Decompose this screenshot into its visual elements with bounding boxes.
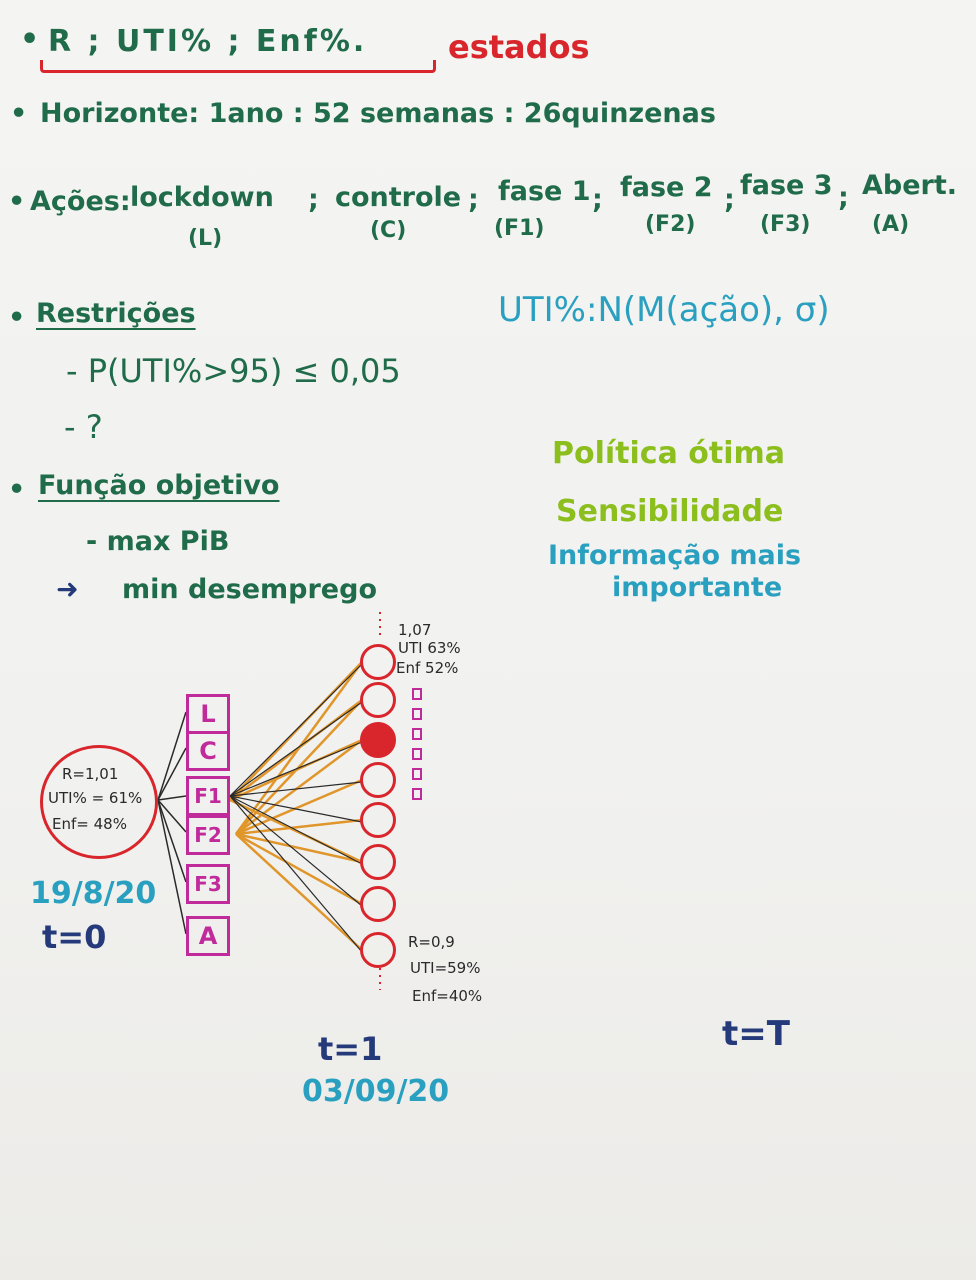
- objective-max-pib: - max PiB: [86, 526, 230, 557]
- outcome-node: [360, 802, 396, 838]
- action-controle-code: (C): [370, 218, 407, 243]
- actions-sep: ;: [592, 184, 603, 215]
- action-fase3-code: (F3): [760, 212, 811, 237]
- action-box-f2: F2: [186, 815, 230, 855]
- action-box-c: C: [186, 731, 230, 771]
- restriction-2: - ?: [64, 408, 103, 446]
- action-fase1-code: (F1): [494, 216, 545, 241]
- bottom-outcome-enf: Enf=40%: [412, 987, 483, 1005]
- note-policy: Política ótima: [552, 436, 785, 471]
- action-box-l: L: [186, 694, 230, 734]
- outcome-node: [360, 886, 396, 922]
- action-lockdown: lockdown: [130, 182, 274, 213]
- top-outcome-r: 1,07: [398, 621, 432, 639]
- bullet-actions: •: [8, 186, 26, 217]
- outcome-node: [360, 844, 396, 880]
- action-box-f1: F1: [186, 776, 230, 816]
- branch-marker: [412, 708, 422, 720]
- branch-marker: [412, 768, 422, 780]
- action-box-a: A: [186, 916, 230, 956]
- action-abert: Abert.: [862, 170, 958, 201]
- states-text: R ; UTI% ; Enf%.: [48, 24, 368, 59]
- branch-marker: [412, 748, 422, 760]
- branch-marker: [412, 788, 422, 800]
- action-fase1: fase 1: [498, 176, 591, 207]
- actions-sep: ;: [838, 182, 849, 213]
- action-fase2-code: (F2): [645, 212, 696, 237]
- restriction-1: - P(UTI%>95) ≤ 0,05: [66, 352, 401, 390]
- arrow-icon: ➜: [56, 574, 79, 605]
- top-outcome-enf: Enf 52%: [396, 659, 459, 677]
- action-box-f3: F3: [186, 864, 230, 904]
- bullet-states: •: [20, 22, 40, 57]
- t1-date: 03/09/20: [302, 1074, 450, 1109]
- bullet-objective: •: [8, 474, 26, 505]
- actions-intro: Ações:: [30, 186, 131, 217]
- top-outcome-uti: UTI 63%: [398, 639, 461, 657]
- initial-date: 19/8/20: [30, 876, 157, 911]
- outcome-node: [360, 644, 396, 680]
- outcome-node: [360, 762, 396, 798]
- initial-state-uti: UTI% = 61%: [48, 789, 143, 807]
- bottom-outcome-uti: UTI=59%: [410, 959, 481, 977]
- bottom-outcome-r: R=0,9: [408, 933, 455, 951]
- objective-heading: Função objetivo: [38, 470, 280, 501]
- outcome-node: [360, 682, 396, 718]
- t1-label: t=1: [318, 1030, 383, 1068]
- outcome-node-selected: [360, 722, 396, 758]
- note-information-1: Informação mais: [548, 540, 802, 571]
- initial-state-r: R=1,01: [62, 765, 119, 783]
- action-fase2: fase 2: [620, 172, 713, 203]
- actions-sep: ;: [724, 184, 735, 215]
- initial-state-node: [40, 745, 158, 859]
- states-label: estados: [448, 28, 590, 66]
- action-controle: controle: [335, 182, 462, 213]
- branch-marker: [412, 728, 422, 740]
- states-underline-brace: [40, 60, 436, 73]
- initial-state-enf: Enf= 48%: [52, 815, 127, 833]
- tT-label: t=T: [722, 1014, 790, 1054]
- note-sensitivity: Sensibilidade: [556, 494, 784, 529]
- objective-min-desemprego: min desemprego: [122, 574, 377, 605]
- branch-marker: [412, 688, 422, 700]
- uti-distribution: UTI%:N(M(ação), σ): [498, 290, 830, 330]
- restrictions-heading: Restrições: [36, 298, 196, 329]
- note-information-2: importante: [612, 572, 783, 603]
- action-fase3: fase 3: [740, 170, 833, 201]
- actions-sep: ;: [468, 184, 479, 215]
- action-lockdown-code: (L): [188, 226, 223, 251]
- initial-t: t=0: [42, 918, 107, 956]
- bullet-horizon: •: [10, 98, 28, 129]
- actions-sep: ;: [308, 184, 319, 215]
- bullet-restrictions: •: [8, 302, 26, 333]
- outcome-node: [360, 932, 396, 968]
- action-abert-code: (A): [872, 212, 910, 237]
- horizon-text: Horizonte: 1ano : 52 semanas : 26quinzen…: [40, 98, 716, 129]
